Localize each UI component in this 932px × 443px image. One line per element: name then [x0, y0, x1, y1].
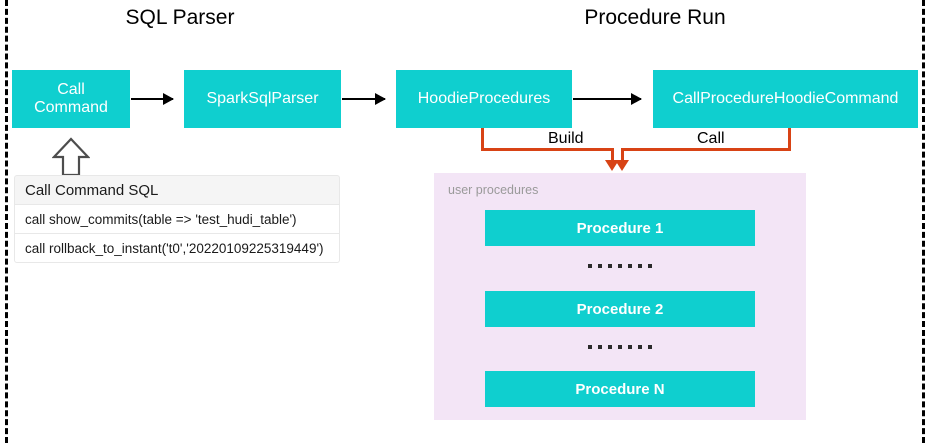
- node-call-procedure-hoodie-command[interactable]: CallProcedureHoodieCommand: [653, 70, 918, 128]
- section-divider-left: [5, 0, 8, 443]
- section-divider-right: [922, 0, 925, 443]
- procedure-box-n-label: Procedure N: [575, 380, 665, 398]
- procedure-box-1[interactable]: Procedure 1: [485, 210, 755, 246]
- connector-build-horizontal: [481, 148, 614, 151]
- section-title-procedure-run: Procedure Run: [584, 6, 726, 29]
- call-command-sql-table: Call Command SQL call show_commits(table…: [14, 175, 340, 263]
- edge-label-call: Call: [697, 130, 725, 147]
- procedure-box-1-label: Procedure 1: [576, 219, 664, 237]
- user-procedures-panel: user procedures Procedure 1 Procedure 2 …: [434, 173, 806, 420]
- user-procedures-label: user procedures: [448, 183, 539, 197]
- edge-label-build: Build: [548, 130, 584, 147]
- arrow-right-icon-parser-to-procedures: [342, 93, 386, 105]
- connector-build-vertical: [481, 128, 484, 151]
- node-call-command[interactable]: Call Command: [12, 70, 130, 128]
- connector-call-stem: [621, 148, 624, 162]
- ellipsis-icon-2: [485, 341, 755, 353]
- arrow-right-icon-call-command-to-parser: [131, 93, 174, 105]
- connector-build-stem: [611, 148, 614, 162]
- node-call-procedure-hoodie-command-label: CallProcedureHoodieCommand: [672, 89, 899, 107]
- node-spark-sql-parser[interactable]: SparkSqlParser: [184, 70, 341, 128]
- table-row: call show_commits(table => 'test_hudi_ta…: [14, 205, 340, 234]
- procedure-box-n[interactable]: Procedure N: [485, 371, 755, 407]
- arrow-down-icon-call: [615, 160, 629, 171]
- arrow-down-icon-build: [605, 160, 619, 171]
- arrow-up-icon-sql-input: [52, 137, 90, 177]
- node-spark-sql-parser-label: SparkSqlParser: [206, 89, 319, 107]
- connector-call-horizontal: [621, 148, 791, 151]
- procedure-box-2[interactable]: Procedure 2: [485, 291, 755, 327]
- arrow-right-icon-procedures-to-command: [573, 93, 642, 105]
- procedure-box-2-label: Procedure 2: [576, 300, 664, 318]
- table-row: call rollback_to_instant('t0','202201092…: [14, 234, 340, 263]
- node-call-command-label-line2: Command: [34, 99, 108, 116]
- node-hoodie-procedures[interactable]: HoodieProcedures: [396, 70, 572, 128]
- ellipsis-icon-1: [485, 260, 755, 272]
- connector-call-vertical: [788, 128, 791, 151]
- section-title-sql-parser: SQL Parser: [125, 6, 235, 29]
- node-call-command-label-line1: Call: [57, 80, 85, 98]
- table-header-call-command-sql: Call Command SQL: [14, 175, 340, 205]
- node-hoodie-procedures-label: HoodieProcedures: [417, 89, 551, 107]
